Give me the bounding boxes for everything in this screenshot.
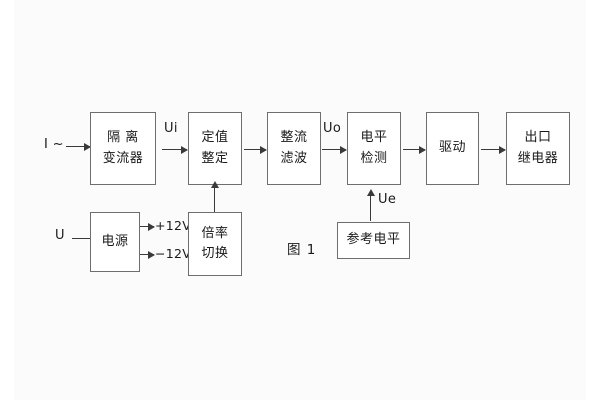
- block-output-relay: 出口 继电器: [506, 112, 570, 185]
- block-driver: 驱动: [426, 112, 479, 185]
- figure-caption: 图 1: [287, 242, 317, 258]
- arrow-current-to-isolation: [72, 142, 91, 151]
- block-reference-level-line-1: 参考电平: [346, 232, 401, 248]
- block-isolation-transformer-line-2: 变流器: [102, 150, 144, 166]
- rail-negative-label: −12V: [155, 246, 192, 261]
- arrow-rail-negative: [140, 250, 155, 259]
- current-input-tail: [66, 146, 74, 147]
- arrow-setting-to-rectifier: [244, 145, 267, 154]
- arrow-rail-positive: [140, 222, 155, 231]
- ue-signal-label: Ue: [378, 192, 397, 207]
- block-output-relay-line-2: 继电器: [517, 150, 559, 166]
- block-rectifier-filter-line-2: 滤波: [280, 150, 308, 166]
- block-ratio-switch-line-1: 倍率: [201, 225, 229, 241]
- current-input-label: I ~: [44, 137, 64, 152]
- uo-signal-label: Uo: [323, 121, 342, 136]
- block-rectifier-filter-line-1: 整流: [280, 130, 308, 146]
- block-setting-value: 定值 整定: [188, 112, 242, 185]
- block-driver-line-1: 驱动: [438, 140, 466, 156]
- arrow-ratio-switch-to-setting: [210, 181, 219, 212]
- block-ratio-switch-line-2: 切换: [201, 246, 229, 261]
- block-output-relay-line-1: 出口: [524, 130, 552, 146]
- ui-signal-label: Ui: [164, 121, 178, 136]
- voltage-input-label: U: [55, 228, 65, 243]
- arrow-driver-to-relay: [481, 145, 506, 154]
- rail-positive-label: +12V: [155, 218, 192, 233]
- block-ratio-switch: 倍率 切换: [188, 212, 242, 276]
- arrow-isolation-to-setting: [162, 145, 188, 154]
- block-power-supply-line-1: 电源: [101, 233, 129, 249]
- block-level-detection: 电平 检测: [347, 112, 401, 185]
- block-reference-level: 参考电平: [337, 222, 410, 259]
- block-isolation-transformer: 隔 离 变流器: [90, 112, 156, 185]
- arrow-rectifier-to-level: [322, 145, 347, 154]
- arrow-level-to-driver: [403, 145, 426, 154]
- block-level-detection-line-2: 检测: [360, 150, 388, 166]
- figure-plate: [14, 0, 586, 400]
- block-rectifier-filter: 整流 滤波: [267, 112, 321, 185]
- block-isolation-transformer-line-1: 隔 离: [107, 130, 139, 146]
- arrow-reference-to-level: [366, 189, 375, 221]
- block-level-detection-line-1: 电平: [360, 130, 388, 146]
- block-power-supply: 电源: [90, 212, 140, 272]
- block-setting-value-line-1: 定值: [201, 130, 229, 146]
- block-setting-value-line-2: 整定: [201, 150, 229, 166]
- voltage-input-tail: [72, 238, 81, 239]
